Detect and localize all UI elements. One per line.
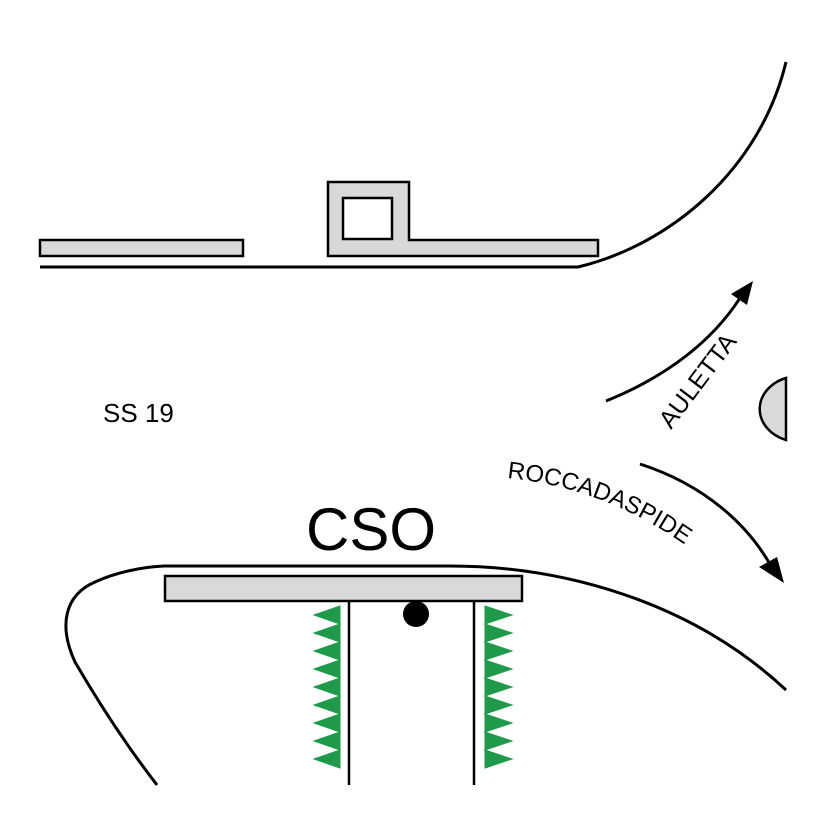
hedge-right bbox=[483, 605, 514, 769]
arrow-south-head-icon bbox=[759, 557, 784, 583]
direction-south-label-text: ROCCADASPIDE bbox=[506, 457, 696, 550]
roundabout-edge bbox=[758, 376, 788, 442]
road-label: SS 19 bbox=[103, 398, 174, 428]
upper-right-curb-with-shelter bbox=[326, 180, 600, 258]
hedge-right-sawtooth bbox=[483, 605, 514, 769]
direction-north-label: AULETTA bbox=[653, 328, 742, 433]
lower-road-edge bbox=[64, 564, 788, 786]
upper-left-curb bbox=[38, 238, 245, 258]
hedge-left bbox=[312, 605, 342, 769]
arrow-north-head-icon bbox=[731, 281, 753, 305]
marker-dot-icon bbox=[403, 601, 429, 627]
lower-platform bbox=[163, 574, 524, 603]
station-label: CSO bbox=[306, 496, 436, 563]
shelter-inner-box bbox=[341, 196, 394, 241]
arrow-north-shaft bbox=[605, 297, 742, 403]
hedge-left-sawtooth bbox=[312, 605, 342, 769]
direction-south-label: ROCCADASPIDE bbox=[506, 457, 696, 550]
arrow-south-shaft bbox=[639, 462, 773, 567]
upper-road-edge bbox=[40, 61, 788, 269]
